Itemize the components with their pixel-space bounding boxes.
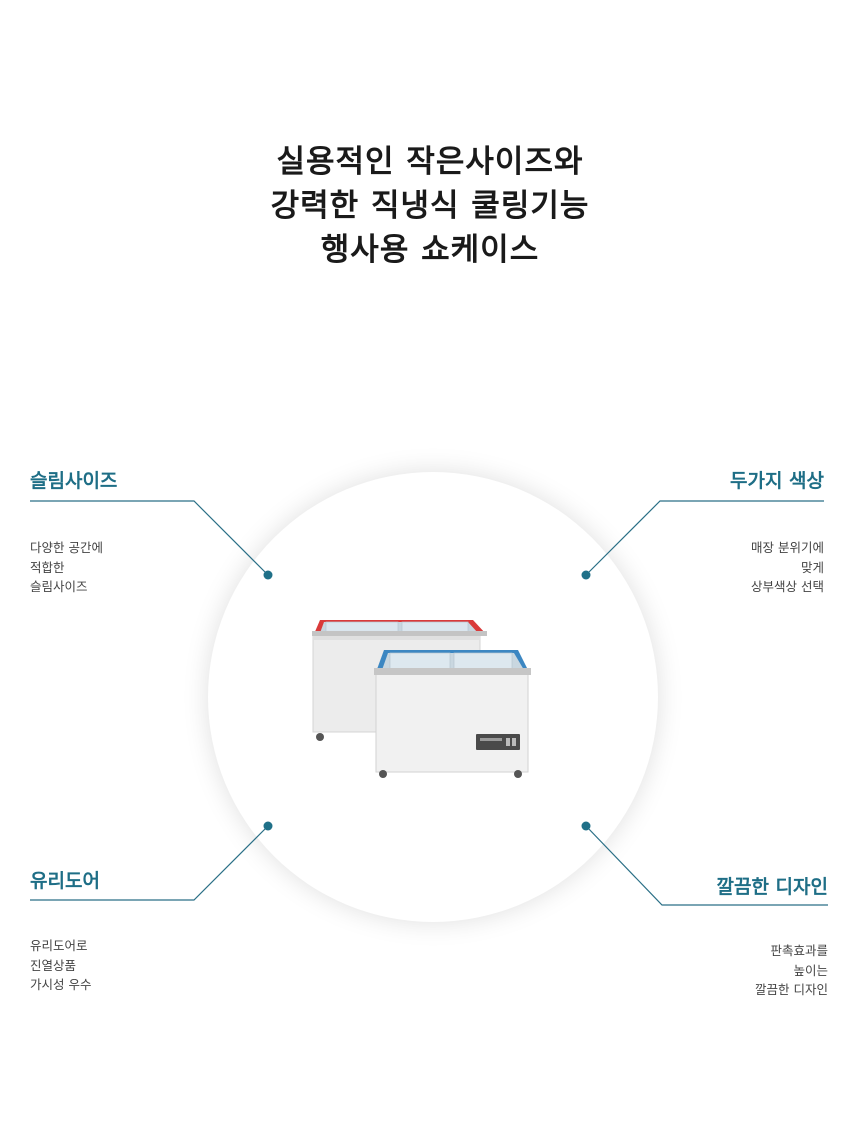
headline-line-3: 행사용 쇼케이스 bbox=[320, 232, 540, 268]
feature-desc-line: 적합한 bbox=[30, 559, 65, 575]
feature-desc-line: 다양한 공간에 bbox=[30, 540, 103, 555]
feature-desc-line: 유리도어로 bbox=[30, 938, 88, 953]
connector-glass-door bbox=[30, 825, 269, 901]
feature-title-glass-door: 유리도어 bbox=[30, 870, 100, 892]
feature-desc-clean-design: 판촉효과를 높이는 깔끔한 디자인 bbox=[755, 941, 828, 1000]
feature-desc-slim-size: 다양한 공간에 적합한 슬림사이즈 bbox=[30, 538, 103, 597]
dot-two-colors bbox=[581, 570, 591, 580]
headline-line-1: 실용적인 작은사이즈와 bbox=[276, 144, 584, 180]
feature-desc-glass-door: 유리도어로 진열상품 가시성 우수 bbox=[30, 936, 91, 995]
feature-title-two-colors: 두가지 색상 bbox=[729, 470, 824, 492]
feature-desc-line: 맞게 bbox=[800, 559, 824, 575]
dot-slim-size bbox=[263, 570, 273, 580]
feature-desc-two-colors: 매장 분위기에 맞게 상부색상 선택 bbox=[751, 538, 824, 597]
feature-desc-line: 판촉효과를 bbox=[770, 943, 828, 958]
dot-clean-design bbox=[581, 821, 591, 831]
showcase-product-image bbox=[312, 620, 531, 778]
connector-slim-size bbox=[30, 500, 269, 576]
dot-glass-door bbox=[263, 821, 273, 831]
feature-desc-line: 깔끔한 디자인 bbox=[755, 982, 828, 997]
showcase-blue-unit bbox=[374, 650, 531, 778]
feature-title-slim-size: 슬림사이즈 bbox=[30, 470, 118, 492]
feature-desc-line: 슬림사이즈 bbox=[30, 579, 88, 594]
feature-desc-line: 상부색상 선택 bbox=[751, 579, 824, 594]
connector-two-colors bbox=[585, 500, 824, 576]
connector-clean-design bbox=[585, 825, 828, 906]
feature-desc-line: 진열상품 bbox=[30, 957, 77, 973]
product-circle bbox=[208, 472, 658, 922]
feature-title-clean-design: 깔끔한 디자인 bbox=[716, 876, 829, 898]
feature-desc-line: 매장 분위기에 bbox=[751, 540, 824, 555]
headline-line-2: 강력한 직냉식 쿨링기능 bbox=[270, 188, 590, 224]
headline: 실용적인 작은사이즈와 강력한 직냉식 쿨링기능 행사용 쇼케이스 bbox=[0, 140, 860, 272]
feature-desc-line: 가시성 우수 bbox=[30, 977, 92, 992]
feature-desc-line: 높이는 bbox=[793, 962, 828, 978]
